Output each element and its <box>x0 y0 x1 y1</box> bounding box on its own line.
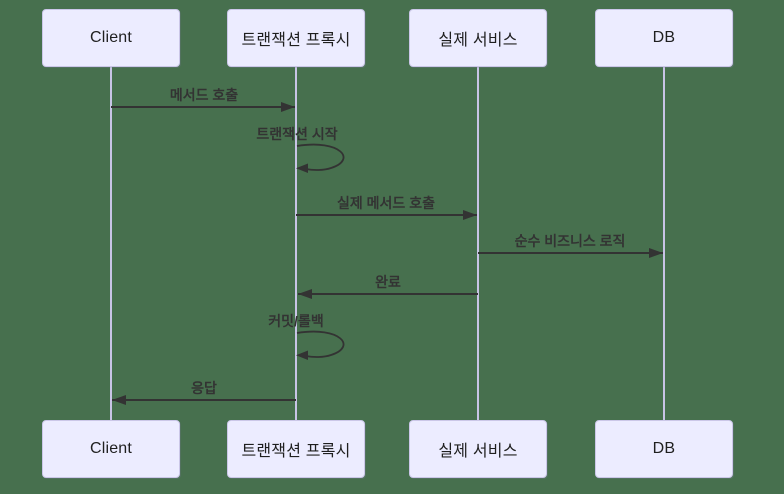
message-arrow-done <box>298 289 478 299</box>
message-label-method-call: 메서드 호출 <box>169 87 239 103</box>
actor-bottom-proxy: 트랜잭션 프록시 <box>227 420 365 478</box>
actor-label: 트랜잭션 프록시 <box>241 32 351 49</box>
message-label-real-method-call: 실제 메서드 호출 <box>337 195 435 211</box>
actor-label: Client <box>89 440 133 457</box>
actor-top-client: Client <box>42 9 180 67</box>
actor-label: DB <box>652 29 676 46</box>
actor-bottom-db: DB <box>595 420 733 478</box>
actor-top-service: 실제 서비스 <box>409 9 547 67</box>
actor-label: 트랜잭션 프록시 <box>241 443 351 460</box>
message-arrow-business-logic <box>478 248 663 258</box>
actor-label: 실제 서비스 <box>438 443 518 460</box>
lifeline-client <box>110 67 112 420</box>
lifeline-service <box>477 67 479 420</box>
actor-top-db: DB <box>595 9 733 67</box>
actor-top-proxy: 트랜잭션 프록시 <box>227 9 365 67</box>
message-label-done: 완료 <box>375 274 401 290</box>
self-loop-arc-commit-rollback <box>296 330 345 360</box>
actor-bottom-client: Client <box>42 420 180 478</box>
lifeline-db <box>663 67 665 420</box>
message-arrow-real-method-call <box>296 210 477 220</box>
actor-label: 실제 서비스 <box>438 32 518 49</box>
actor-label: DB <box>652 440 676 457</box>
message-label-commit-rollback: 커밋/롤백 <box>268 313 324 329</box>
self-loop-arc-tx-start <box>296 143 345 173</box>
message-label-tx-start: 트랜잭션 시작 <box>256 126 338 142</box>
message-label-business-logic: 순수 비즈니스 로직 <box>514 233 626 249</box>
lifeline-proxy <box>295 67 297 420</box>
message-arrow-method-call <box>111 102 295 112</box>
actor-bottom-service: 실제 서비스 <box>409 420 547 478</box>
actor-label: Client <box>89 29 133 46</box>
message-arrow-response <box>112 395 296 405</box>
message-label-response: 응답 <box>191 380 217 396</box>
